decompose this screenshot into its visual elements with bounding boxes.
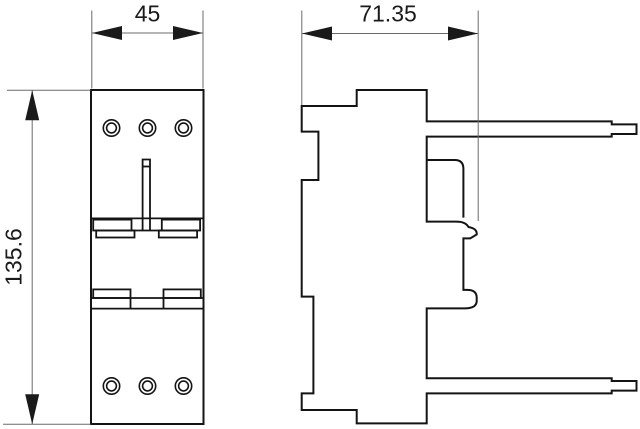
lower-rail-band: [91, 288, 204, 310]
arrow-up-icon: [25, 90, 40, 121]
terminal-hole-inner-icon: [105, 122, 118, 134]
width-dimension-label: 45: [135, 1, 161, 27]
top-terminal-holes: [102, 119, 193, 138]
center-slot: [141, 158, 151, 231]
terminal-hole-icon: [138, 376, 157, 395]
terminal-hole-icon: [102, 376, 121, 395]
arrow-left-icon: [302, 26, 332, 41]
side-view: [300, 89, 638, 425]
arrow-down-icon: [25, 394, 40, 425]
terminal-hole-inner-icon: [105, 380, 118, 392]
dimension-labels: 45 71.35 135.6: [1, 1, 417, 286]
terminal-hole-icon: [174, 376, 193, 395]
depth-dimension-label: 71.35: [359, 1, 417, 27]
lower-rail-right-tab: [162, 288, 202, 299]
upper-rail-right-tab-lower: [157, 229, 199, 239]
upper-rail-band: [91, 217, 204, 239]
arrow-right-icon: [173, 26, 203, 40]
terminal-hole-inner-icon: [177, 380, 190, 392]
terminal-hole-inner-icon: [141, 380, 154, 392]
upper-rail-left-tab: [92, 218, 133, 232]
side-profile-outline: [300, 89, 638, 425]
lower-rail-left-tab: [92, 288, 132, 299]
height-dimension-label: 135.6: [1, 228, 27, 286]
terminal-hole-inner-icon: [177, 122, 190, 134]
terminal-hole-icon: [138, 119, 157, 138]
terminal-hole-icon: [102, 119, 121, 138]
center-slot-outline: [141, 158, 151, 231]
dimension-arrowheads: [25, 26, 478, 425]
arrow-right-icon: [448, 26, 478, 41]
bottom-terminal-holes: [102, 376, 193, 395]
arrow-left-icon: [92, 26, 122, 40]
front-view: [90, 89, 205, 425]
upper-rail-right-tab: [160, 218, 202, 232]
terminal-hole-inner-icon: [141, 122, 154, 134]
front-body-outline: [90, 89, 205, 425]
upper-rail-left-tab-lower: [95, 229, 136, 239]
dimension-lines: [3, 10, 479, 425]
din-rail-claw: [426, 159, 465, 218]
terminal-hole-icon: [174, 119, 193, 138]
